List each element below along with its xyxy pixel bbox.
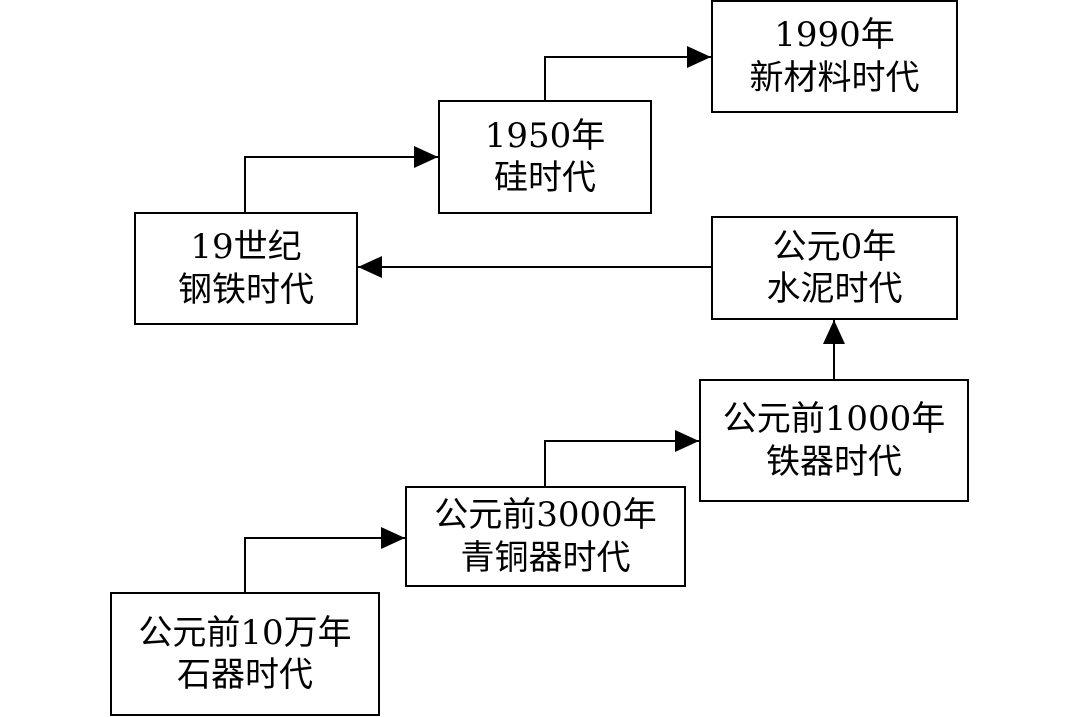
node-silicon-age: 1950年 硅时代 — [438, 100, 652, 214]
arrowhead-n2-n3 — [675, 430, 699, 452]
node-new-materials-age: 1990年 新材料时代 — [711, 0, 958, 113]
node-stone-age: 公元前10万年 石器时代 — [110, 592, 380, 716]
node-era: 青铜器时代 — [460, 537, 631, 578]
node-year: 公元前3000年 — [434, 495, 657, 535]
node-year: 公元前1000年 — [722, 399, 946, 439]
node-bronze-age: 公元前3000年 青铜器时代 — [405, 486, 686, 587]
node-year: 1950年 — [484, 115, 606, 156]
node-year: 公元0年 — [772, 226, 897, 267]
arrowhead-n5-n6 — [414, 146, 438, 168]
arrowhead-n1-n2 — [381, 527, 405, 549]
node-year: 公元前10万年 — [138, 612, 352, 653]
arrowhead-n6-n7 — [687, 46, 711, 68]
edge-n6-n7 — [544, 56, 711, 100]
arrowhead-n3-n4 — [823, 320, 845, 344]
node-year: 1990年 — [774, 15, 895, 55]
node-era: 水泥时代 — [766, 269, 903, 309]
node-iron-age: 公元前1000年 铁器时代 — [699, 379, 969, 502]
node-era: 钢铁时代 — [178, 269, 314, 310]
node-era: 石器时代 — [177, 655, 313, 695]
node-era: 硅时代 — [494, 158, 596, 198]
arrowhead-n4-n5 — [358, 256, 382, 278]
edge-n1-n2 — [244, 537, 405, 592]
node-year: 19世纪 — [190, 227, 302, 267]
node-steel-age: 19世纪 钢铁时代 — [134, 212, 358, 325]
edge-n2-n3 — [544, 440, 699, 486]
node-cement-age: 公元0年 水泥时代 — [711, 216, 958, 320]
node-era: 铁器时代 — [766, 441, 902, 482]
edge-n5-n6 — [244, 156, 438, 212]
node-era: 新材料时代 — [749, 57, 920, 98]
